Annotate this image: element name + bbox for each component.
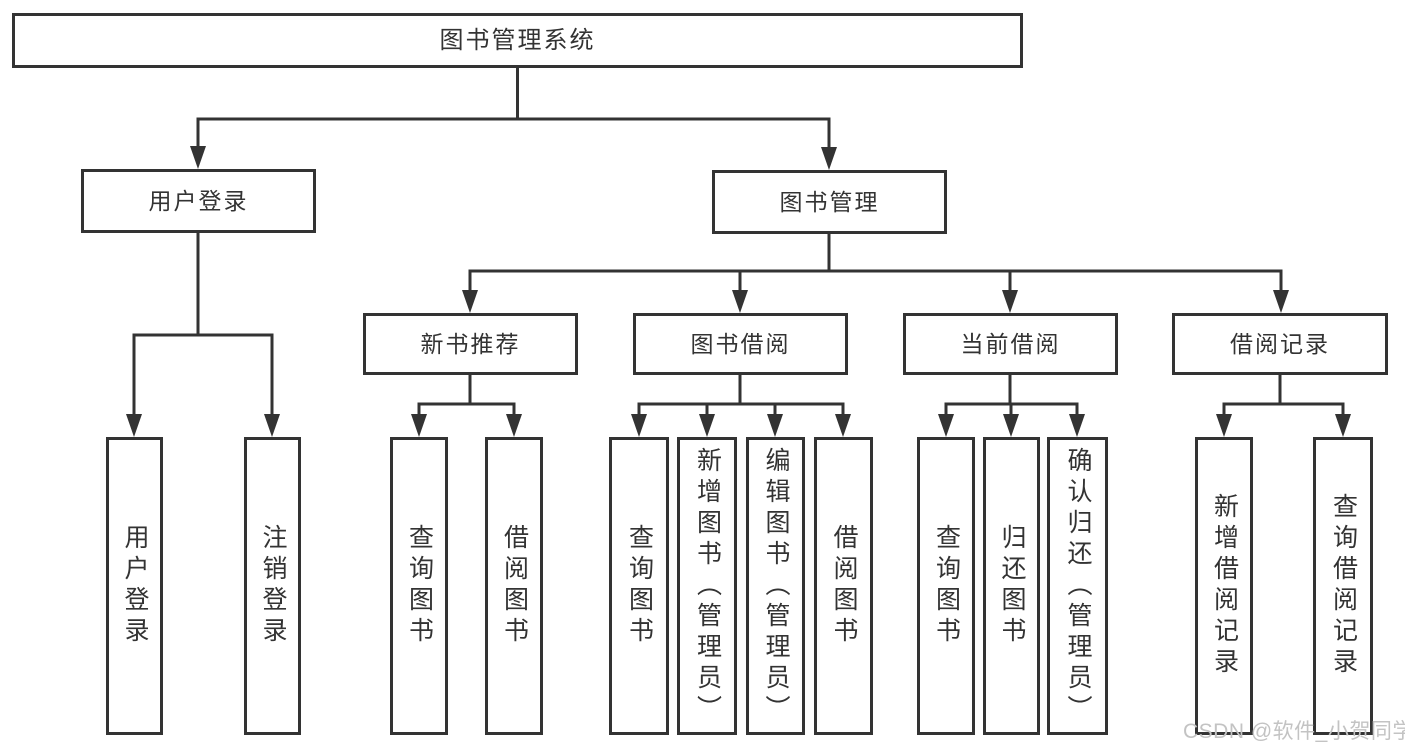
leaf-borrow-books-label: 借阅图书 xyxy=(830,524,858,648)
leaf-confirm-return-admin: 确认归还（管理员） xyxy=(1047,437,1108,735)
leaf-query-books-recommend: 查询图书 xyxy=(390,437,448,735)
node-book-borrow-label: 图书借阅 xyxy=(690,330,791,357)
leaf-confirm-return-admin-label: 确认归还（管理员） xyxy=(1064,446,1092,726)
node-new-book-recommend: 新书推荐 xyxy=(363,313,578,375)
leaf-add-borrow-record: 新增借阅记录 xyxy=(1195,437,1253,735)
leaf-add-books-admin: 新增图书（管理员） xyxy=(677,437,737,735)
leaf-borrow-books: 借阅图书 xyxy=(814,437,873,735)
leaf-add-borrow-record-label: 新增借阅记录 xyxy=(1210,493,1239,679)
connector-borrowrecords-to-leaves xyxy=(1216,375,1351,437)
leaf-add-books-admin-label: 新增图书（管理员） xyxy=(693,446,722,726)
node-root-label: 图书管理系统 xyxy=(439,26,596,54)
node-current-borrow-label: 当前借阅 xyxy=(960,330,1061,357)
leaf-return-books-label: 归还图书 xyxy=(998,524,1026,648)
connector-bookmgmt-to-level2 xyxy=(462,234,1289,313)
leaf-user-login: 用户登录 xyxy=(106,437,163,735)
leaf-return-books: 归还图书 xyxy=(983,437,1040,735)
connector-currentborrow-to-leaves xyxy=(938,375,1085,437)
leaf-query-books-current: 查询图书 xyxy=(917,437,975,735)
leaf-query-borrow-record-label: 查询借阅记录 xyxy=(1329,493,1358,679)
connector-bookborrow-to-leaves xyxy=(631,375,851,437)
leaf-query-books-current-label: 查询图书 xyxy=(932,524,961,648)
leaf-user-login-label: 用户登录 xyxy=(121,524,149,648)
leaf-logout: 注销登录 xyxy=(244,437,301,735)
node-borrow-records-label: 借阅记录 xyxy=(1230,330,1330,357)
node-book-management: 图书管理 xyxy=(712,170,947,234)
node-borrow-records: 借阅记录 xyxy=(1172,313,1388,375)
leaf-edit-books-admin: 编辑图书（管理员） xyxy=(746,437,805,735)
leaf-query-books-borrow: 查询图书 xyxy=(609,437,669,735)
leaf-logout-label: 注销登录 xyxy=(259,524,287,648)
node-book-management-label: 图书管理 xyxy=(779,188,880,215)
node-book-borrow: 图书借阅 xyxy=(633,313,848,375)
node-user-login: 用户登录 xyxy=(81,169,316,233)
leaf-borrow-books-recommend-label: 借阅图书 xyxy=(500,524,529,648)
connector-newbooks-to-leaves xyxy=(411,375,522,437)
leaf-query-books-borrow-label: 查询图书 xyxy=(625,524,654,648)
watermark: CSDN @软件_小贺同学 xyxy=(1183,720,1405,743)
leaf-query-books-recommend-label: 查询图书 xyxy=(405,524,434,648)
node-root: 图书管理系统 xyxy=(12,13,1023,68)
node-current-borrow: 当前借阅 xyxy=(903,313,1118,375)
leaf-query-borrow-record: 查询借阅记录 xyxy=(1313,437,1373,735)
node-user-login-label: 用户登录 xyxy=(148,187,249,214)
node-new-book-recommend-label: 新书推荐 xyxy=(420,330,521,357)
leaf-edit-books-admin-label: 编辑图书（管理员） xyxy=(762,446,790,726)
leaf-borrow-books-recommend: 借阅图书 xyxy=(485,437,543,735)
connector-userlogin-to-leaves xyxy=(126,233,280,437)
connector-root-to-level1 xyxy=(190,68,837,170)
